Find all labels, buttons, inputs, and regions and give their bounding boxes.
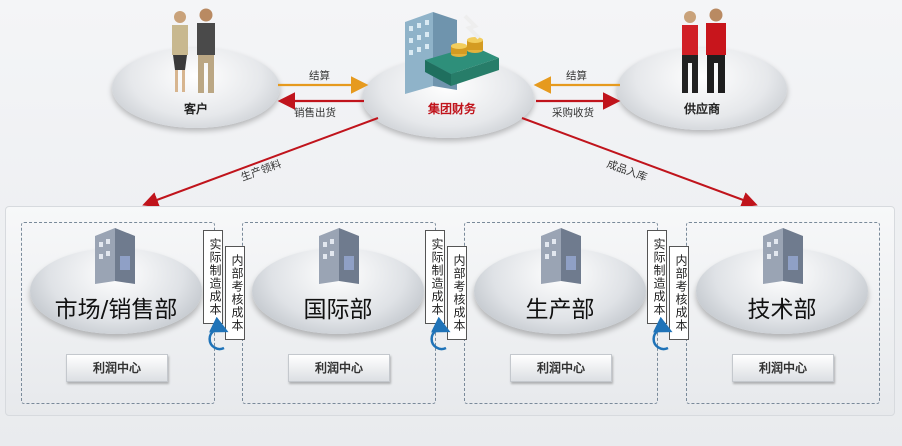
department-building-icon bbox=[95, 228, 135, 284]
customer-platform bbox=[112, 48, 280, 128]
department-building-icon bbox=[541, 228, 581, 284]
supplier-platform bbox=[617, 48, 787, 130]
department-name: 技术部 bbox=[747, 297, 817, 323]
department-building-icon bbox=[319, 228, 359, 284]
supplier-people-icon bbox=[682, 8, 726, 93]
department-name: 国际部 bbox=[303, 297, 373, 323]
settle-left-label: 结算 bbox=[309, 70, 330, 82]
profit-center-button[interactable]: 利润中心 bbox=[288, 354, 390, 382]
finance-building-icon bbox=[405, 12, 499, 94]
actual-cost-label: 实际制造成本 bbox=[425, 230, 445, 324]
flow-arrows bbox=[142, 76, 758, 208]
finance-label: 集团财务 bbox=[427, 102, 476, 116]
profit-center-button[interactable]: 利润中心 bbox=[732, 354, 834, 382]
supplier-label: 供应商 bbox=[683, 102, 720, 116]
profit-center-button[interactable]: 利润中心 bbox=[66, 354, 168, 382]
sales-shipment-label: 销售出货 bbox=[294, 107, 336, 119]
department-name: 市场/销售部 bbox=[54, 297, 178, 323]
internal-cost-label: 内部考核成本 bbox=[669, 246, 689, 340]
actual-cost-label: 实际制造成本 bbox=[203, 230, 223, 324]
customer-people-icon bbox=[172, 8, 215, 93]
department-building-icon bbox=[763, 228, 803, 284]
customer-label: 客户 bbox=[183, 102, 208, 116]
internal-cost-label: 内部考核成本 bbox=[447, 246, 467, 340]
department-name: 生产部 bbox=[525, 297, 595, 323]
internal-cost-label: 内部考核成本 bbox=[225, 246, 245, 340]
profit-center-button[interactable]: 利润中心 bbox=[510, 354, 612, 382]
settle-right-label: 结算 bbox=[566, 70, 587, 82]
purchase-receipt-label: 采购收货 bbox=[552, 107, 594, 119]
